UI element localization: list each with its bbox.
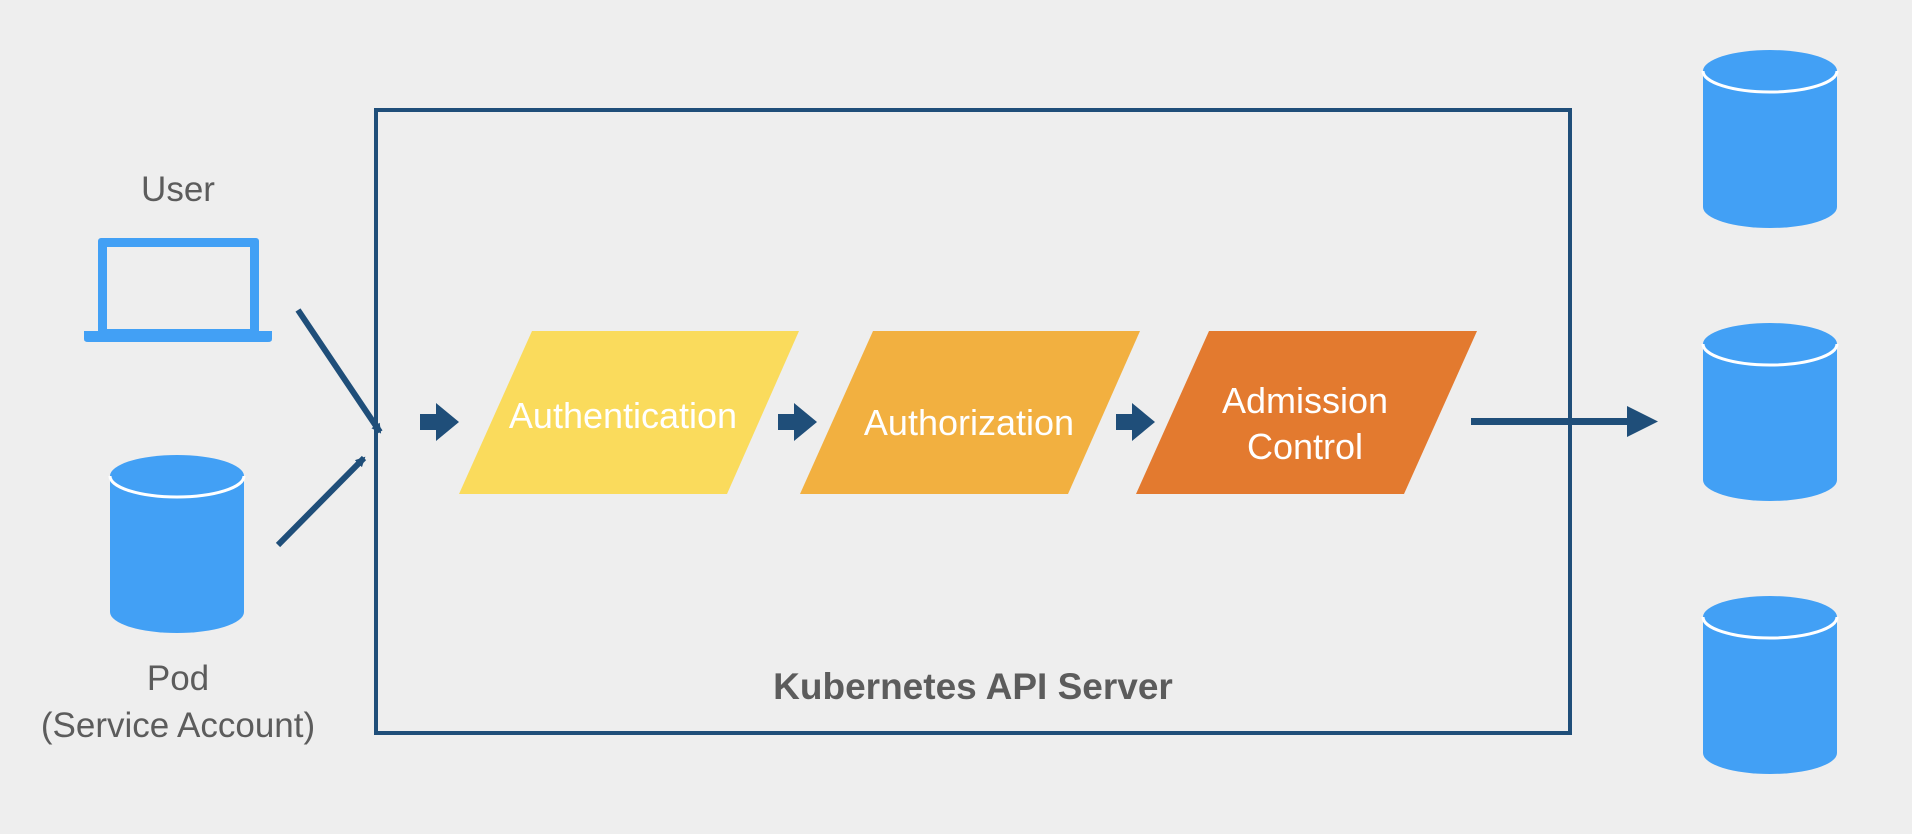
stage-authorization: Authorization [800, 331, 1140, 494]
database-icon [1701, 50, 1839, 228]
authorization-label: Authorization [864, 402, 1074, 443]
admission-control-label-line1: Admission [1222, 380, 1388, 421]
stage-admission-control: Admission Control [1136, 331, 1477, 494]
authentication-label: Authentication [509, 395, 737, 436]
database-icon [1701, 596, 1839, 774]
stage-arrow-3 [1116, 403, 1155, 441]
admission-control-shape [1136, 331, 1477, 494]
server-title: Kubernetes API Server [773, 666, 1173, 707]
pod-label: Pod [147, 659, 209, 698]
pod-actor: Pod (Service Account) [41, 455, 315, 745]
user-label: User [141, 170, 215, 209]
pod-sublabel: (Service Account) [41, 706, 315, 745]
laptop-icon [84, 238, 272, 342]
user-actor: User [84, 170, 272, 342]
pod-to-server-arrow [275, 455, 367, 548]
stage-authentication: Authentication [459, 331, 799, 494]
target-database-2 [1701, 323, 1839, 501]
target-database-1 [1701, 50, 1839, 228]
database-icon [108, 455, 246, 633]
admission-control-label-line2: Control [1247, 426, 1363, 467]
server-to-storage-arrow [1471, 406, 1658, 437]
authorization-shape [800, 331, 1140, 494]
target-database-3 [1701, 596, 1839, 774]
user-to-server-arrow [295, 308, 383, 434]
authentication-shape [459, 331, 799, 494]
stage-arrow-2 [778, 403, 817, 441]
stage-arrow-1 [420, 403, 459, 441]
database-icon [1701, 323, 1839, 501]
